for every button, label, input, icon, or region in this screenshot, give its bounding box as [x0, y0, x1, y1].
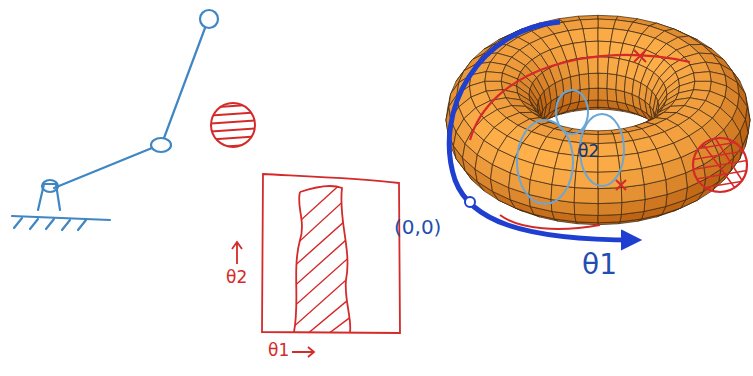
torus-face — [579, 88, 589, 101]
torus-face — [598, 203, 622, 216]
torus-face — [574, 188, 598, 204]
torus-face — [598, 156, 620, 173]
obstacle — [205, 103, 262, 148]
torus-face — [530, 164, 554, 185]
obstacle-hatch — [690, 138, 750, 195]
torus-face — [485, 72, 503, 82]
torus-face — [642, 164, 666, 185]
torus-face — [510, 158, 534, 180]
base-joint — [42, 180, 58, 192]
axis-label: θ2 — [578, 142, 599, 161]
torus-face — [598, 57, 609, 74]
torus-face — [598, 88, 608, 100]
region-hatch — [290, 180, 360, 340]
hatch-lines — [205, 104, 262, 148]
torus-face — [598, 19, 616, 29]
ground-hatch — [14, 218, 86, 230]
torus-face — [579, 74, 589, 90]
origin-point — [465, 197, 475, 207]
obstacle-hatch — [205, 104, 262, 148]
torus-face — [662, 158, 686, 180]
arrow-head — [622, 231, 640, 249]
torus-marks — [449, 22, 750, 249]
torus-face — [587, 57, 598, 74]
link-two — [164, 28, 205, 138]
torus-face — [607, 74, 617, 90]
c-space — [232, 174, 400, 357]
torus-face — [598, 214, 621, 222]
theta-arrow — [449, 22, 636, 240]
obstacle-circle — [211, 103, 255, 147]
axis-label: θ1 — [582, 250, 617, 281]
hatch-lines — [690, 138, 750, 195]
torus-face — [598, 188, 622, 204]
torus — [446, 15, 750, 224]
link-one — [54, 148, 152, 188]
torus-face — [620, 169, 644, 188]
torus-face — [694, 72, 712, 82]
hatch-lines — [290, 180, 360, 340]
elbow-joint — [151, 138, 171, 152]
path-curve — [470, 55, 690, 140]
torus-face — [588, 73, 598, 88]
end-effector — [200, 10, 218, 28]
robot-arm — [12, 10, 218, 230]
torus-face — [616, 75, 626, 92]
torus-face — [580, 19, 598, 29]
torus-face — [598, 134, 616, 144]
torus-face — [575, 214, 598, 222]
torus-face — [588, 88, 598, 100]
origin-label: (0,0) — [394, 216, 441, 238]
axis-arrow — [232, 242, 242, 264]
axis-label: θ2 — [226, 268, 247, 287]
tube-circle — [556, 90, 588, 134]
ground-line — [12, 216, 110, 220]
axis-arrow — [292, 347, 314, 357]
torus-face — [598, 100, 609, 108]
axis-label: θ1 — [268, 341, 289, 360]
torus-face — [587, 100, 598, 108]
torus-face — [598, 73, 608, 88]
torus-face — [607, 88, 617, 101]
torus-face — [598, 143, 618, 157]
torus-face — [574, 203, 598, 216]
cross-mark — [616, 50, 646, 190]
